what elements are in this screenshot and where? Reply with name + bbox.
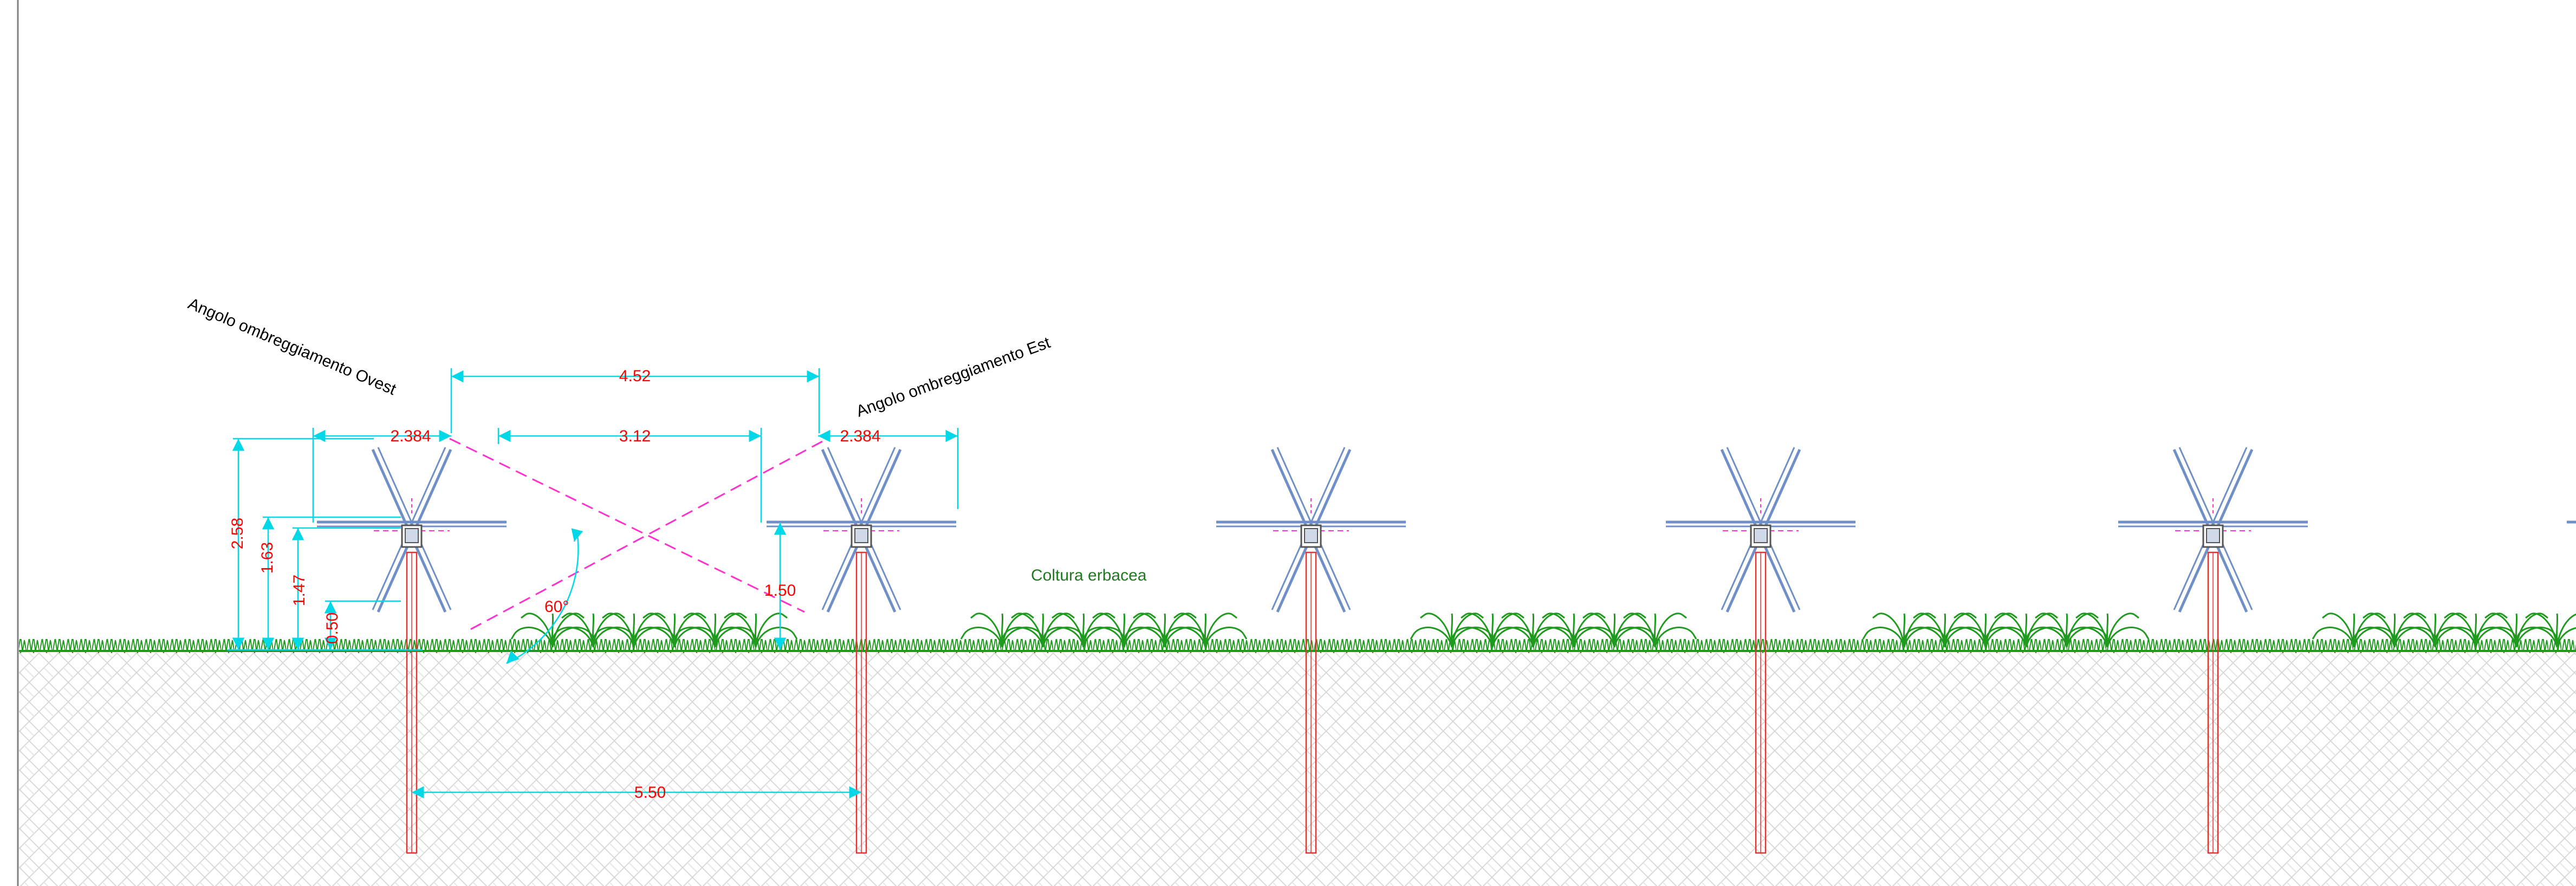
angle-value: 60°	[544, 598, 569, 616]
dim-right-edge-height: 1.50	[764, 582, 796, 600]
crop-label: Coltura erbacea	[1031, 566, 1147, 584]
dim-panel-width-right: 2.384	[840, 427, 880, 445]
angle-indicator	[506, 528, 583, 664]
tracker-panel-icon	[317, 447, 2308, 612]
west-angle-label: Angolo ombreggiamento Ovest	[185, 295, 399, 399]
dim-min-clearance: 0.50	[323, 613, 341, 644]
east-angle-label: Angolo ombreggiamento Est	[854, 334, 1053, 421]
dim-total-height: 2.58	[229, 518, 246, 549]
shading-lines	[449, 438, 823, 632]
dim-top-span: 4.52	[619, 367, 651, 385]
dim-gap-width: 3.12	[619, 427, 651, 445]
dim-panel-low-edge-height: 1.47	[290, 575, 308, 606]
dim-row-pitch: 5.50	[634, 784, 666, 802]
soil-section	[19, 653, 2576, 886]
dim-panel-width-left: 2.384	[390, 427, 431, 445]
dimension-lines	[228, 368, 959, 799]
dim-axis-height: 1.63	[258, 542, 276, 574]
